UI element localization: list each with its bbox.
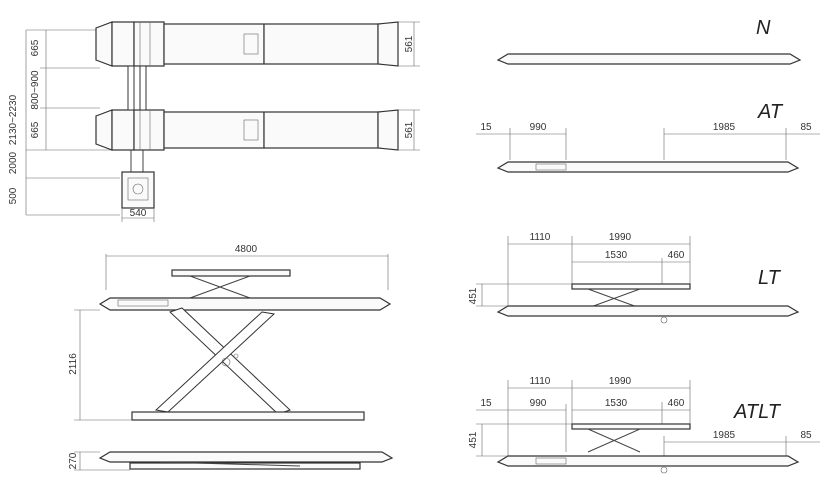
- top-view: 2130~2230 665 800~900 665 2000 500: [8, 21, 420, 222]
- dim-at-85: 85: [800, 122, 812, 133]
- dim-2130-2230: 2130~2230: [8, 94, 19, 145]
- control-unit: [121, 171, 155, 209]
- dim-lt-1110: 1110: [530, 232, 551, 243]
- variant-lt: LT 1110 1990 1530 460 451: [468, 232, 800, 324]
- dim-atlt-1990: 1990: [609, 376, 632, 387]
- dim-2000: 2000: [8, 151, 19, 174]
- dim-lt-460: 460: [668, 250, 685, 261]
- dim-lt-451: 451: [468, 287, 479, 304]
- variant-label-n: N: [756, 17, 771, 39]
- dim-at-990: 990: [530, 122, 547, 133]
- dim-270: 270: [68, 452, 79, 469]
- dim-atlt-15: 15: [480, 398, 492, 409]
- dim-561-bottom: 561: [404, 121, 415, 138]
- dim-at-1985: 1985: [713, 122, 736, 133]
- variant-label-lt: LT: [758, 267, 782, 289]
- variant-label-atlt: ATLT: [733, 401, 782, 423]
- variant-label-at: AT: [757, 101, 784, 123]
- runway-upper: [95, 21, 399, 67]
- dim-at-15: 15: [480, 122, 492, 133]
- side-view-raised: 4800 2116: [68, 244, 392, 421]
- dim-lt-1530: 1530: [605, 250, 628, 261]
- dim-atlt-1985: 1985: [713, 430, 736, 441]
- dim-atlt-1110: 1110: [530, 376, 551, 387]
- variant-n: N: [496, 17, 802, 65]
- dim-665-top: 665: [30, 39, 41, 56]
- runway-lower: [95, 109, 399, 151]
- dim-800-900: 800~900: [30, 70, 41, 110]
- side-view-lowered: 270: [68, 451, 394, 471]
- variant-at: AT 15 990 1985 85: [476, 101, 820, 173]
- dim-500: 500: [8, 187, 19, 204]
- dim-atlt-990: 990: [530, 398, 547, 409]
- dim-2116: 2116: [68, 353, 79, 375]
- dim-atlt-85: 85: [800, 430, 812, 441]
- dim-561-top: 561: [404, 35, 415, 52]
- variant-atlt: ATLT 1110 1990 15 990 1530 460 1985 85 4…: [468, 376, 820, 474]
- dim-665-bottom: 665: [30, 121, 41, 138]
- dim-lt-1990: 1990: [609, 232, 632, 243]
- dim-540: 540: [130, 208, 147, 219]
- dim-atlt-451: 451: [468, 431, 479, 448]
- dim-atlt-460: 460: [668, 398, 685, 409]
- dim-4800: 4800: [235, 244, 258, 255]
- dim-atlt-1530: 1530: [605, 398, 628, 409]
